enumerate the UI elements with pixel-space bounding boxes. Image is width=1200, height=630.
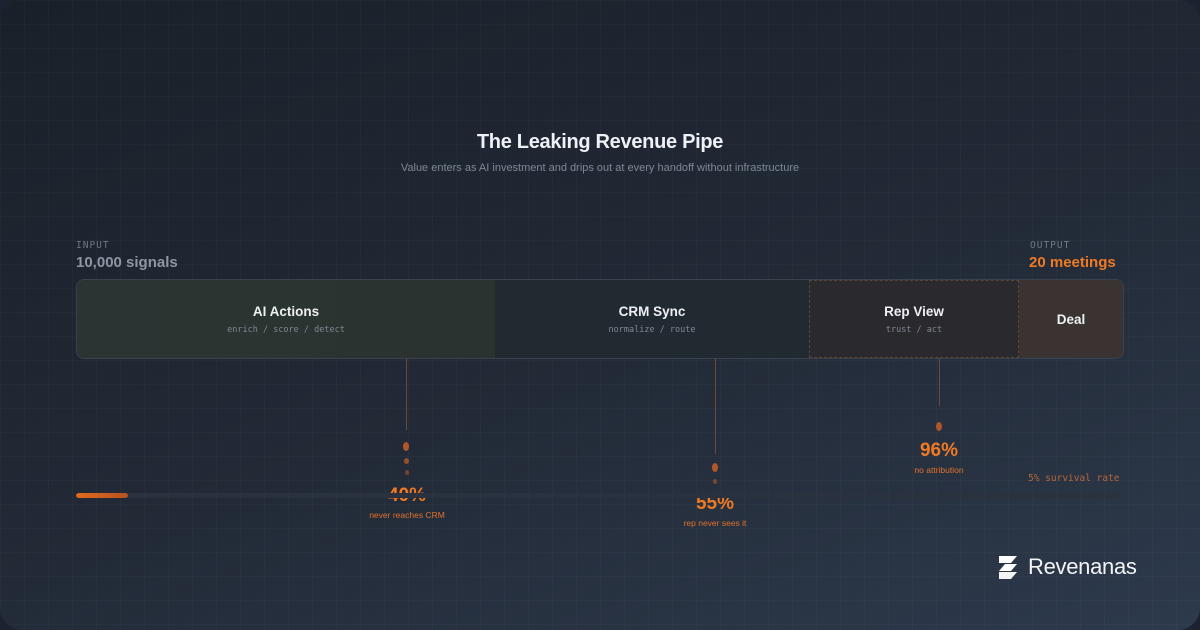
drip-drop xyxy=(403,442,409,451)
leak-percent-2: 55% xyxy=(695,493,735,514)
drip-drop xyxy=(712,463,718,472)
stage-sub: trust / act xyxy=(885,324,943,335)
drip-drop xyxy=(405,470,409,475)
page-title: The Leaking Revenue Pipe xyxy=(476,131,724,153)
leak-label-3: no attribution xyxy=(914,465,964,475)
leak-line-2 xyxy=(715,358,716,454)
input-label: INPUT xyxy=(76,240,110,251)
brand-logo: Revenanas xyxy=(996,553,1137,581)
stage-name: Rep View xyxy=(884,303,944,319)
drip-drop xyxy=(713,479,717,484)
output-label: OUTPUT xyxy=(1030,240,1071,251)
survival-progress-track xyxy=(76,493,1122,498)
leak-percent-3: 96% xyxy=(919,440,959,461)
leak-line-3 xyxy=(939,358,940,406)
page-subtitle: Value enters as AI investment and drips … xyxy=(400,162,800,174)
stage-name: AI Actions xyxy=(252,303,320,319)
stage-crm-sync: CRM Sync normalize / route xyxy=(495,280,809,358)
output-value: 20 meetings xyxy=(1029,254,1116,271)
drip-drop xyxy=(936,422,942,431)
input-value: 10,000 signals xyxy=(76,254,178,271)
stage-sub: normalize / route xyxy=(608,324,696,335)
stage-rep-view: Rep View trust / act xyxy=(809,280,1019,358)
stage-sub: enrich / score / detect xyxy=(227,324,345,335)
survival-progress-fill xyxy=(76,493,129,498)
stage-ai-actions: AI Actions enrich / score / detect xyxy=(77,280,495,358)
stage-deal: Deal xyxy=(1019,280,1123,358)
leak-label-2: rep never sees it xyxy=(683,518,747,528)
survival-rate-label: 5% survival rate xyxy=(1028,473,1120,484)
brand-name: Revenanas xyxy=(1028,554,1137,579)
pipe: AI Actions enrich / score / detect CRM S… xyxy=(76,279,1124,359)
leak-label-1: never reaches CRM xyxy=(369,510,445,520)
stage-name: Deal xyxy=(1056,311,1086,327)
stage-name: CRM Sync xyxy=(618,303,686,319)
leak-line-1 xyxy=(406,358,407,430)
drip-drop xyxy=(404,458,409,464)
revenanas-logo-icon xyxy=(999,556,1017,579)
